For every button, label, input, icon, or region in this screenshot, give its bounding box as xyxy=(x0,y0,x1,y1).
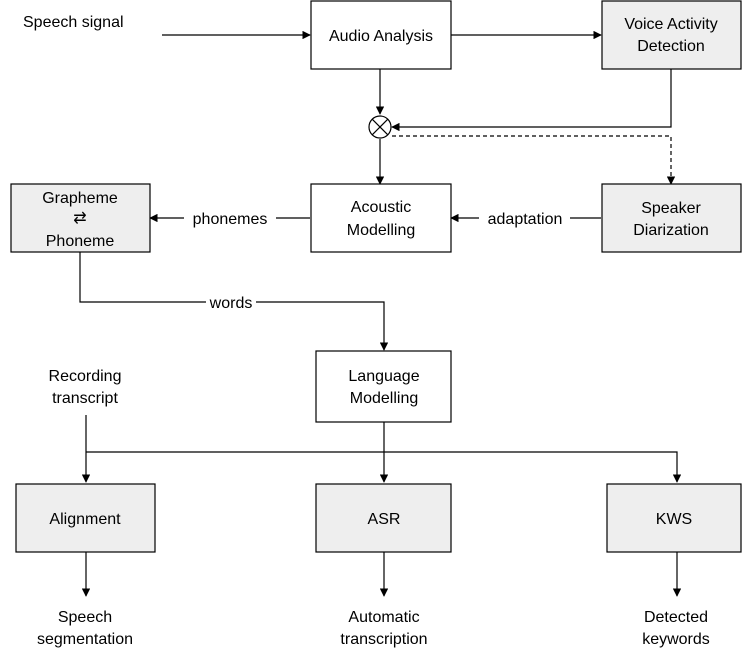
box-vad-line-2: Detection xyxy=(637,38,705,55)
box-g2p-line-1: Grapheme xyxy=(42,190,118,207)
box-alignment-label: Alignment xyxy=(49,511,121,528)
box-speaker-diarization: Speaker Diarization xyxy=(601,183,742,253)
edge-vad-to-mixer xyxy=(391,69,672,132)
box-lm-line-1: Language xyxy=(348,368,419,385)
input-recording-transcript-line-1: Recording xyxy=(49,368,122,385)
output-automatic-transcription-line-2: transcription xyxy=(340,631,427,648)
box-acoustic-line-1: Acoustic xyxy=(351,199,411,216)
box-kws-label: KWS xyxy=(656,511,692,528)
edge-label-phonemes: phonemes xyxy=(193,211,268,228)
box-g2p-line-2: Phoneme xyxy=(46,233,115,250)
box-acoustic-modelling: Acoustic Modelling xyxy=(310,183,452,253)
output-speech-segmentation-line-2: segmentation xyxy=(37,631,133,648)
box-grapheme-phoneme: Grapheme ⇄ Phoneme xyxy=(10,183,151,253)
box-diarization-line-2: Diarization xyxy=(633,222,709,239)
box-vad-line-1: Voice Activity xyxy=(624,16,717,33)
output-automatic-transcription-line-1: Automatic xyxy=(348,609,419,626)
box-lm-line-2: Modelling xyxy=(350,390,418,407)
output-detected-keywords-line-2: keywords xyxy=(642,631,710,648)
combine-node-icon xyxy=(368,115,392,139)
box-audio-analysis-line-1: Audio Analysis xyxy=(329,28,433,45)
output-speech-segmentation-line-1: Speech xyxy=(58,609,112,626)
input-recording-transcript-line-2: transcript xyxy=(52,390,118,407)
box-asr-label: ASR xyxy=(368,511,401,528)
box-diarization-line-1: Speaker xyxy=(641,200,701,217)
input-speech-signal: Speech signal xyxy=(23,14,124,31)
output-detected-keywords-line-1: Detected xyxy=(644,609,708,626)
box-kws: KWS xyxy=(606,483,742,553)
box-language-modelling: Language Modelling xyxy=(315,350,452,423)
box-audio-analysis: Audio Analysis xyxy=(310,0,452,70)
box-alignment: Alignment xyxy=(15,483,156,553)
edge-g2p-words-b xyxy=(256,301,389,351)
box-voice-activity-detection: Voice Activity Detection xyxy=(601,0,742,70)
box-asr: ASR xyxy=(315,483,452,553)
edge-split-to-kws xyxy=(86,451,682,483)
edge-label-adaptation: adaptation xyxy=(488,211,563,228)
edge-g2p-words-a xyxy=(79,252,206,303)
edge-mixer-to-diarization-dashed xyxy=(392,135,676,185)
box-g2p-arrows: ⇄ xyxy=(73,210,86,227)
edge-label-words: words xyxy=(209,295,253,312)
box-acoustic-line-2: Modelling xyxy=(347,222,415,239)
